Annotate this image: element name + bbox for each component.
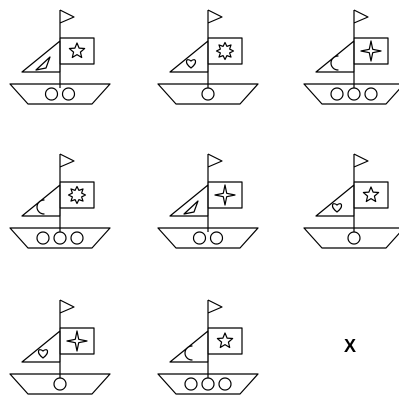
triangle-icon [35, 56, 51, 71]
five-point-star-icon [216, 332, 234, 349]
banner-flag [353, 181, 389, 209]
missing-boat-label: X [344, 336, 357, 356]
banner-flag [59, 181, 95, 209]
boat-drawing [157, 299, 259, 395]
porthole [347, 231, 361, 245]
boat-drawing [157, 9, 259, 105]
banner-flag [207, 181, 243, 209]
five-point-star-icon [68, 42, 86, 59]
sail [169, 40, 209, 73]
four-point-star-icon [360, 40, 382, 62]
crescent-icon [330, 55, 339, 71]
porthole [184, 377, 198, 391]
porthole [201, 87, 215, 101]
banner-flag [207, 37, 243, 65]
five-point-star-icon [362, 186, 380, 203]
pennant-flag [59, 153, 75, 168]
sail [169, 184, 209, 217]
boat-drawing [9, 9, 111, 105]
banner-flag [59, 327, 95, 355]
porthole [330, 87, 344, 101]
porthole [53, 377, 67, 391]
boat-8 [156, 296, 259, 406]
porthole [44, 87, 59, 101]
boat-drawing [303, 153, 399, 249]
boat-1 [8, 6, 111, 116]
hull [9, 227, 111, 249]
pennant-flag [207, 9, 223, 24]
porthole [218, 377, 232, 391]
hull [157, 83, 259, 105]
sail [21, 40, 61, 73]
heart-icon [37, 349, 49, 359]
hull [157, 227, 259, 249]
hull [303, 227, 399, 249]
porthole [209, 231, 224, 245]
hull [9, 83, 111, 105]
pennant-flag [207, 299, 223, 314]
pennant-flag [207, 153, 223, 168]
porthole [53, 231, 67, 245]
crescent-icon [36, 199, 45, 215]
boat-2 [156, 6, 259, 116]
pennant-flag [353, 9, 369, 24]
pennant-flag [353, 153, 369, 168]
porthole [347, 87, 361, 101]
boat-4 [8, 150, 111, 260]
banner-flag [353, 37, 389, 65]
pennant-flag [59, 299, 75, 314]
pennant-flag [59, 9, 75, 24]
boat-3 [302, 6, 399, 116]
banner-flag [59, 37, 95, 65]
hull [303, 83, 399, 105]
hull [157, 373, 259, 395]
eight-point-star-icon [215, 41, 235, 61]
porthole [364, 87, 378, 101]
eight-point-star-icon [67, 185, 87, 205]
boat-6 [302, 150, 399, 260]
boat-drawing [9, 299, 111, 395]
porthole [36, 231, 50, 245]
triangle-icon [183, 200, 199, 215]
heart-icon [185, 59, 197, 69]
four-point-star-icon [214, 184, 236, 206]
boat-5 [156, 150, 259, 260]
crescent-icon [184, 345, 193, 361]
boat-drawing [303, 9, 399, 105]
sail [21, 330, 61, 363]
sail [315, 184, 355, 217]
porthole [61, 87, 76, 101]
boat-drawing [9, 153, 111, 249]
porthole [201, 377, 215, 391]
porthole [70, 231, 84, 245]
four-point-star-icon [66, 330, 88, 352]
banner-flag [207, 327, 243, 355]
boat-drawing [157, 153, 259, 249]
porthole [192, 231, 207, 245]
hull [9, 373, 111, 395]
heart-icon [331, 203, 343, 213]
boat-7 [8, 296, 111, 406]
